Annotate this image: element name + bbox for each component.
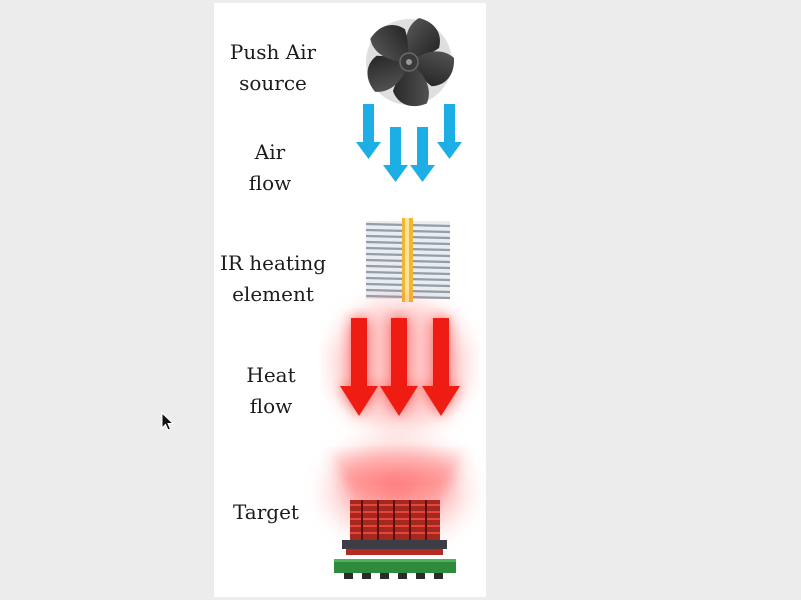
label-push-air-source: Push Air source	[229, 40, 317, 95]
pcb-target-icon	[302, 420, 492, 579]
label-air-flow: Air flow	[248, 140, 292, 195]
fan-icon	[366, 18, 454, 107]
heat-arrows-icon	[334, 303, 466, 427]
air-arrows-icon	[356, 104, 462, 182]
label-ir-heating-element: IR heating element	[219, 251, 327, 306]
mouse-cursor-icon	[161, 412, 175, 431]
ir-heater-icon	[365, 218, 451, 302]
label-heat-flow: Heat flow	[246, 363, 296, 418]
label-target: Target	[233, 500, 299, 524]
